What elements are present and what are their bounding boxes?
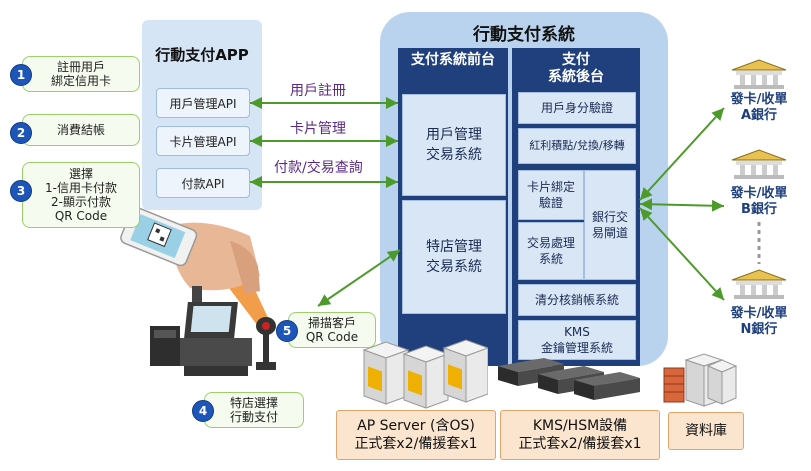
system-title: 行動支付系統 — [473, 25, 575, 45]
step-2: 2 消費結帳 — [10, 114, 140, 148]
step-number-badge: 5 — [276, 320, 298, 342]
arrow-label-user-register: 用戶註冊 — [290, 83, 346, 99]
pos-terminal-icon — [150, 286, 252, 376]
smartphone-qr-icon — [120, 206, 260, 294]
user-management-transaction-system: 用戶管理 交易系統 — [402, 94, 506, 196]
barcode-scanner-icon — [256, 317, 276, 370]
bank-b-label: 發卡/收單 B銀行 — [722, 186, 796, 218]
card-management-api: 卡片管理API — [156, 126, 250, 156]
step-text: 特店選擇 行動支付 — [204, 392, 304, 428]
bank-transaction-gateway: 銀行交 易閘道 — [584, 170, 636, 280]
step-text: 選擇 1-信用卡付款 2-顯示付款 QR Code — [22, 162, 140, 228]
arrow-label-payment-query: 付款/交易查詢 — [274, 160, 363, 176]
arrow-label-card-management: 卡片管理 — [290, 121, 346, 137]
step-number-badge: 2 — [10, 122, 32, 144]
bank-n-label: 發卡/收單 N銀行 — [722, 306, 796, 338]
step-text: 註冊用戶 綁定信用卡 — [22, 56, 140, 92]
bonus-points-system: 紅利積點/兌換/移轉 — [518, 128, 636, 164]
transaction-processing-system: 交易處理 系統 — [518, 222, 584, 280]
kms-key-management-system: KMS 金鑰管理系統 — [518, 320, 636, 360]
user-management-api: 用戶管理API — [156, 88, 250, 118]
merchant-management-transaction-system: 特店管理 交易系統 — [402, 200, 506, 314]
step-text: 掃描客戶 QR Code — [288, 312, 376, 348]
bank-building-icon — [731, 59, 787, 89]
app-title: 行動支付APP — [155, 46, 249, 64]
user-identity-verification: 用戶身分驗證 — [518, 92, 636, 124]
step-number-badge: 1 — [10, 64, 32, 86]
step-text: 消費結帳 — [22, 114, 140, 146]
bank-building-icon — [731, 269, 787, 299]
step-4: 4 特店選擇 行動支付 — [192, 392, 312, 428]
step-number-badge: 3 — [10, 180, 32, 202]
step-3: 3 選擇 1-信用卡付款 2-顯示付款 QR Code — [10, 162, 140, 228]
clearing-settlement-system: 清分核銷帳系統 — [518, 284, 636, 316]
step-5: 5 掃描客戶 QR Code — [276, 312, 386, 348]
step-number-badge: 4 — [192, 400, 214, 422]
database-server-icon — [663, 353, 738, 407]
payment-api: 付款API — [156, 168, 250, 198]
back-end-title: 支付 系統後台 — [548, 52, 604, 85]
database-label: 資料庫 — [668, 412, 744, 450]
front-end-title: 支付系統前台 — [411, 52, 495, 68]
step-1: 1 註冊用戶 綁定信用卡 — [10, 56, 140, 92]
ap-server-label: AP Server (含OS) 正式套x2/備援套x1 — [336, 410, 496, 460]
server-icon — [362, 339, 488, 409]
bank-a-label: 發卡/收單 A銀行 — [722, 92, 796, 124]
hsm-device-icon — [498, 358, 640, 400]
bank-building-icon — [731, 149, 787, 179]
kms-hsm-label: KMS/HSM設備 正式套x2/備援套x1 — [500, 410, 660, 460]
card-binding-verification: 卡片綁定 驗證 — [518, 170, 584, 220]
